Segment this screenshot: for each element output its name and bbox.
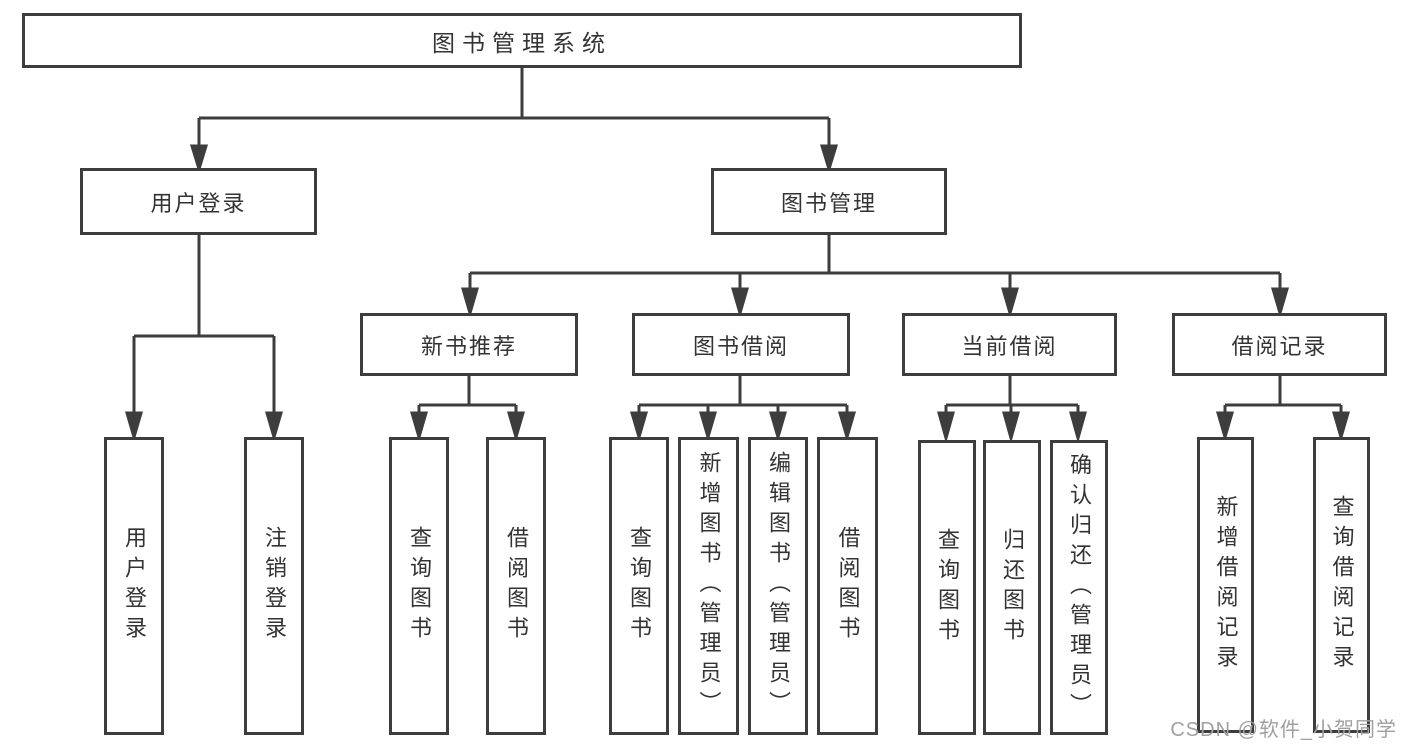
leaf-records-query-label: 查询借阅记录 (1329, 495, 1355, 675)
leaf-newbooks-borrow: 借阅图书 (486, 437, 546, 735)
node-user-login: 用户登录 (80, 168, 317, 235)
connector-bookmgmt-to-level3 (461, 235, 1289, 319)
leaf-current-query-label: 查询图书 (935, 527, 960, 648)
leaf-borrow-borrow-label: 借阅图书 (835, 526, 861, 646)
leaf-newbooks-query: 查询图书 (389, 437, 449, 735)
connector-root-to-level2 (189, 68, 839, 175)
leaf-borrow-edit-admin: 编辑图书（管理员） (748, 437, 808, 735)
leaf-borrow-add-admin-label: 新增图书（管理员） (696, 451, 722, 721)
connector-bookborrow-to-leaves (630, 376, 856, 443)
node-new-book-recommend: 新书推荐 (360, 313, 578, 376)
node-borrow-records-label: 借阅记录 (1231, 333, 1328, 359)
node-book-borrow-label: 图书借阅 (692, 333, 789, 359)
connector-borrowrecords-to-leaves (1216, 376, 1350, 443)
leaf-current-confirm-admin-label: 确认归还（管理员） (1067, 452, 1092, 723)
node-root-system: 图书管理系统 (22, 13, 1022, 68)
leaf-newbooks-query-label: 查询图书 (407, 526, 432, 646)
leaf-user-login: 用户登录 (104, 437, 164, 735)
leaf-logout-label: 注销登录 (262, 526, 287, 646)
leaf-current-query: 查询图书 (918, 440, 976, 735)
node-root-label: 图书管理系统 (432, 29, 612, 56)
leaf-records-query: 查询借阅记录 (1313, 437, 1370, 733)
leaf-user-login-label: 用户登录 (122, 526, 147, 646)
node-new-book-recommend-label: 新书推荐 (420, 333, 517, 359)
leaf-records-add-label: 新增借阅记录 (1213, 495, 1239, 675)
leaf-current-confirm-admin: 确认归还（管理员） (1050, 440, 1108, 735)
node-current-borrow: 当前借阅 (902, 313, 1117, 376)
connector-newbooks-to-leaves (410, 376, 525, 443)
leaf-records-add: 新增借阅记录 (1197, 437, 1254, 733)
leaf-current-return: 归还图书 (983, 440, 1041, 735)
leaf-borrow-add-admin: 新增图书（管理员） (678, 437, 739, 735)
node-book-management-label: 图书管理 (780, 190, 877, 216)
connector-userlogin-to-leaves (125, 235, 283, 443)
connector-currentborrow-to-leaves (937, 376, 1087, 444)
leaf-newbooks-borrow-label: 借阅图书 (504, 526, 529, 646)
csdn-watermark: CSDN @软件_小贺同学 (1170, 719, 1397, 741)
leaf-logout: 注销登录 (244, 437, 304, 735)
node-book-management: 图书管理 (711, 168, 947, 235)
leaf-borrow-edit-admin-label: 编辑图书（管理员） (766, 451, 791, 721)
node-book-borrow: 图书借阅 (632, 313, 850, 376)
node-current-borrow-label: 当前借阅 (961, 333, 1058, 359)
leaf-borrow-borrow: 借阅图书 (817, 437, 878, 735)
node-user-login-label: 用户登录 (150, 190, 247, 216)
leaf-borrow-query: 查询图书 (609, 437, 669, 735)
node-borrow-records: 借阅记录 (1172, 313, 1387, 376)
leaf-current-return-label: 归还图书 (1000, 527, 1025, 648)
leaf-borrow-query-label: 查询图书 (627, 526, 652, 646)
